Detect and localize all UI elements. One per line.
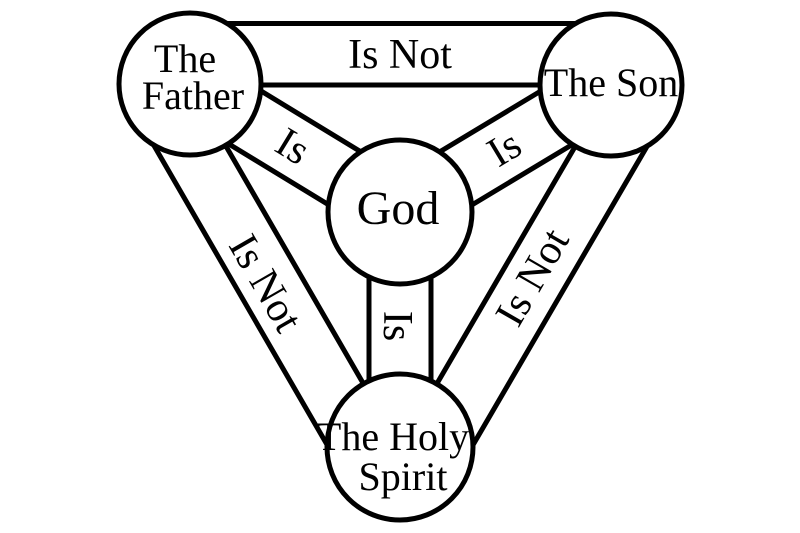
holy-spirit-label: The Holy Spirit — [317, 414, 479, 499]
god-label: God — [357, 182, 440, 235]
god-circle — [325, 137, 475, 287]
holy-spirit-label-line2: Spirit — [359, 454, 448, 499]
son-circle — [537, 11, 685, 159]
is-not-label-top: Is Not — [348, 32, 452, 78]
holy-spirit-label-line1: The Holy — [317, 414, 469, 459]
father-label-line2: Father — [142, 73, 244, 118]
holy-spirit-circle — [324, 371, 476, 523]
father-circle — [116, 10, 264, 158]
son-label: The Son — [544, 60, 678, 105]
father-label: The Father — [142, 36, 244, 118]
is-label-holy-spirit-god: Is — [374, 311, 420, 341]
father-label-line1: The — [154, 36, 216, 81]
